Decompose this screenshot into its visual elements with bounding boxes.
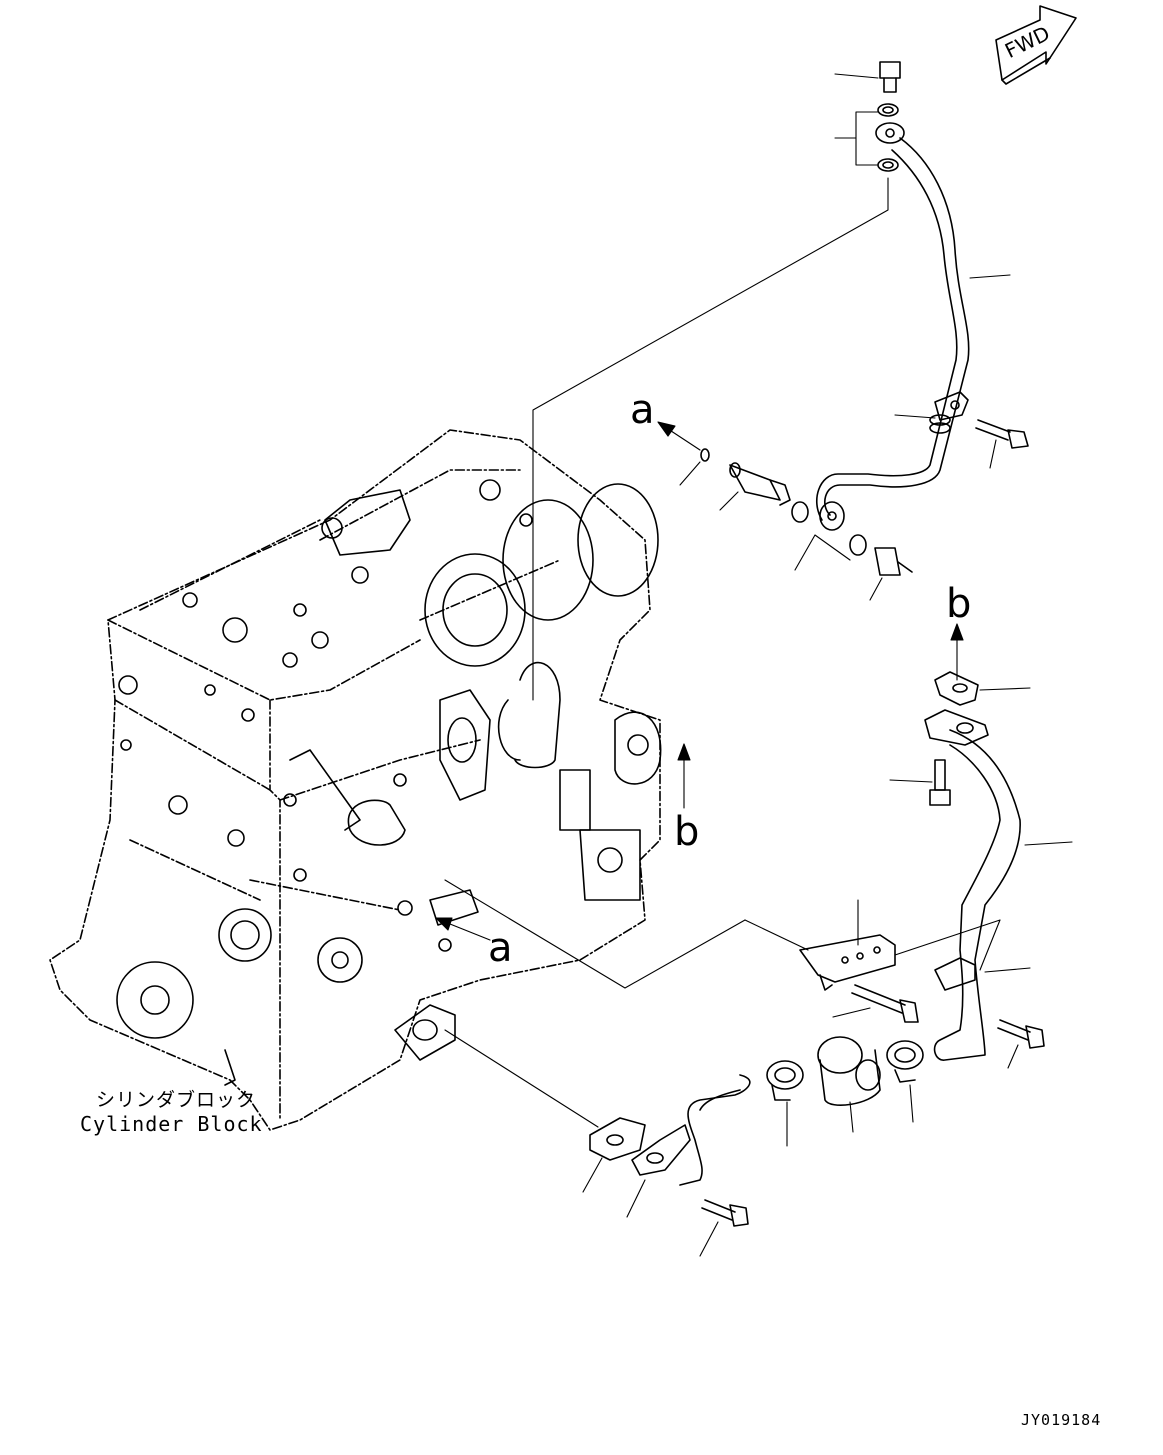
plate-bolt <box>851 984 919 1023</box>
hose <box>817 1036 881 1106</box>
plate-bracket <box>799 934 896 991</box>
lower-gasket <box>589 1117 646 1161</box>
drawing-id: JY019184 <box>1021 1411 1102 1429</box>
hose-clamp-left <box>766 1060 804 1101</box>
cylinder-block-details <box>116 479 662 1086</box>
cylinder-block-label-jp: シリンダブロック <box>96 1089 257 1111</box>
label-a-top: a <box>630 387 655 433</box>
leader-lines <box>435 73 1073 1257</box>
fwd-arrow-icon <box>995 5 1077 85</box>
oil-supply-pipe <box>816 122 970 531</box>
return-bolt <box>929 759 951 806</box>
connector-fitting <box>700 448 791 506</box>
hose-clamp-right <box>886 1040 924 1083</box>
clamp <box>934 957 976 991</box>
bracket-bolt <box>975 419 1029 449</box>
gasket-washers <box>877 103 899 172</box>
lower-banjo-bolt <box>874 547 913 576</box>
banjo-bolt <box>879 61 901 93</box>
upper-gasket <box>934 671 979 706</box>
lower-right-bolt <box>997 1019 1045 1049</box>
lower-bolt <box>701 1199 749 1227</box>
cylinder-block-label-en: Cylinder Block <box>80 1112 263 1136</box>
label-b-top: b <box>946 581 972 627</box>
oil-return-pipe <box>924 709 1021 1061</box>
cylinder-block <box>49 429 661 1131</box>
label-a-bottom: a <box>488 925 513 971</box>
lower-oil-pipe <box>631 1074 751 1186</box>
label-b-right: b <box>674 809 700 855</box>
fitting-washers <box>791 501 867 556</box>
